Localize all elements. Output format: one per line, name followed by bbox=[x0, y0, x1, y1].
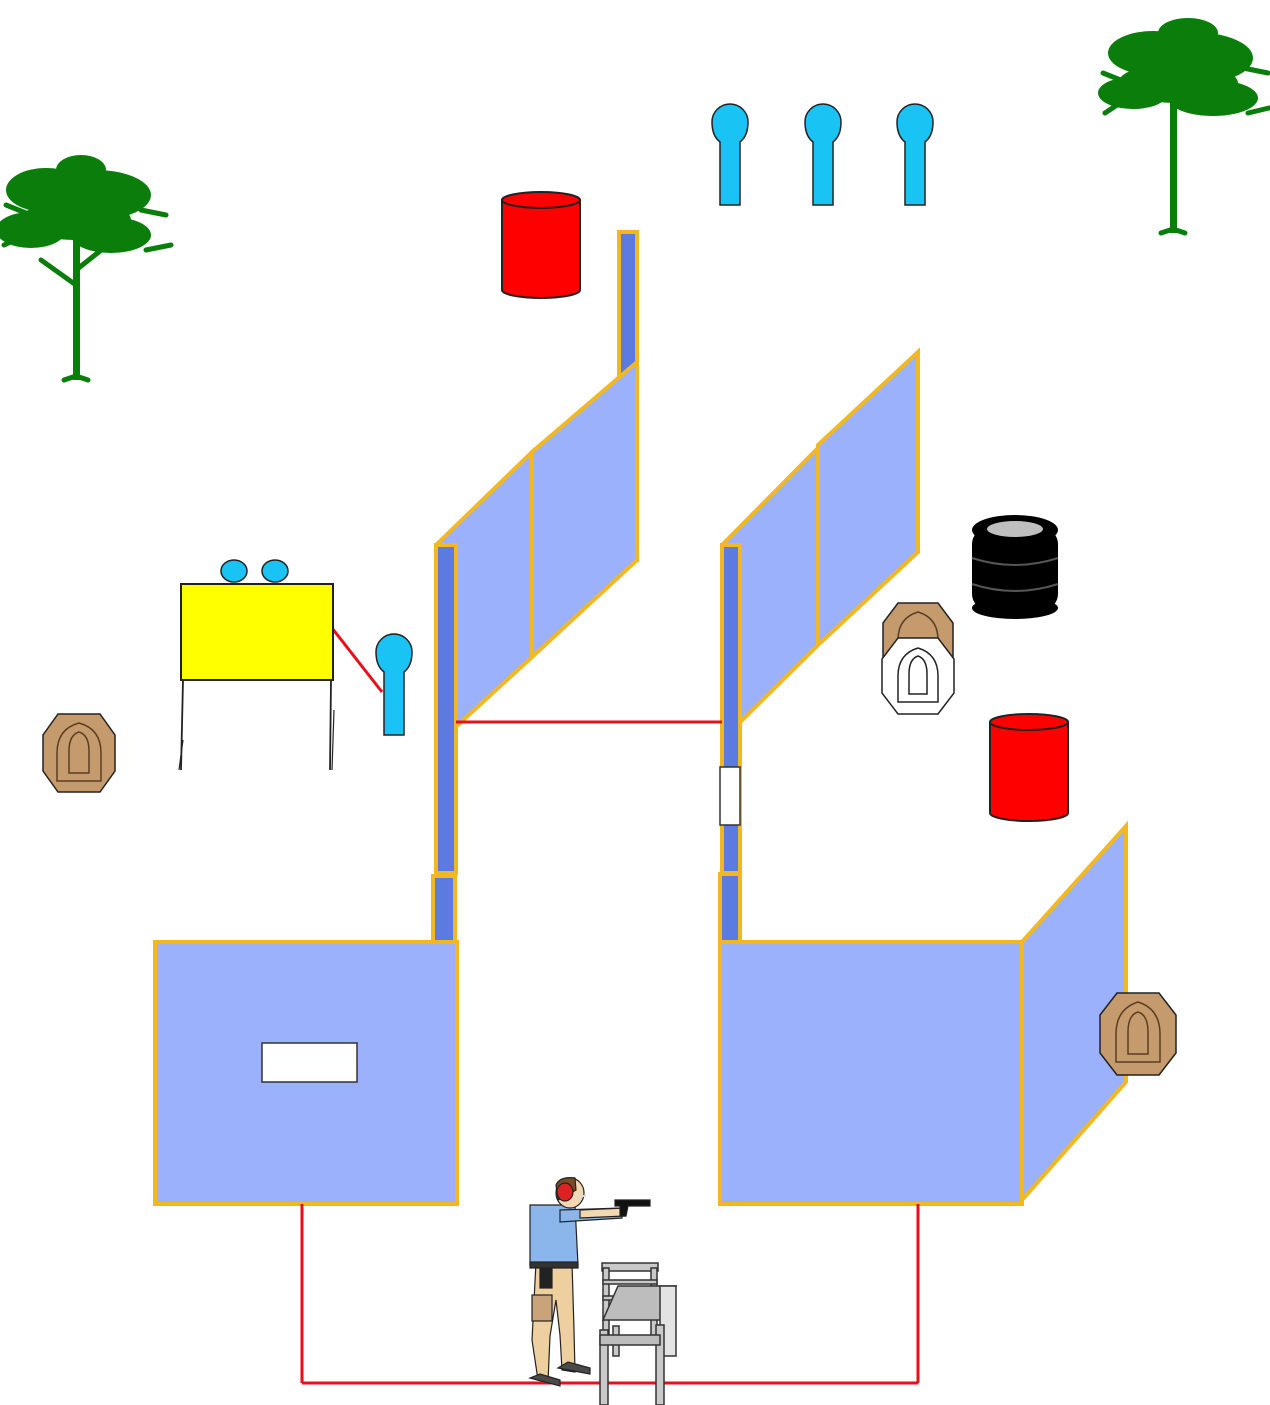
tire-stack-icon bbox=[971, 515, 1059, 619]
no-shoot-target-icon bbox=[881, 637, 955, 715]
popper-target-icon bbox=[896, 103, 934, 206]
ipsc-target-icon bbox=[42, 713, 116, 793]
wall-panel bbox=[816, 347, 920, 650]
wall-panel bbox=[434, 543, 458, 875]
shooter-icon bbox=[528, 1177, 651, 1387]
tree-icon bbox=[0, 155, 174, 383]
red-barrel-icon bbox=[989, 713, 1069, 822]
red-barrel-icon bbox=[501, 191, 581, 299]
popper-target-icon bbox=[711, 103, 749, 206]
wall-panel bbox=[1020, 820, 1128, 1206]
window-port bbox=[261, 1042, 358, 1083]
wall-panel bbox=[530, 357, 639, 662]
tree-icon bbox=[1098, 18, 1270, 236]
fault-line bbox=[300, 627, 920, 1385]
wall-panel bbox=[431, 874, 457, 946]
ipsc-target-icon bbox=[1099, 992, 1177, 1076]
popper-target-icon bbox=[804, 103, 842, 206]
wall-panel bbox=[718, 872, 742, 946]
table-icon bbox=[178, 559, 335, 771]
popper-target-icon bbox=[375, 633, 413, 736]
wall-panel bbox=[718, 940, 1024, 1206]
chair-icon bbox=[599, 1262, 678, 1405]
window-port bbox=[719, 766, 741, 826]
